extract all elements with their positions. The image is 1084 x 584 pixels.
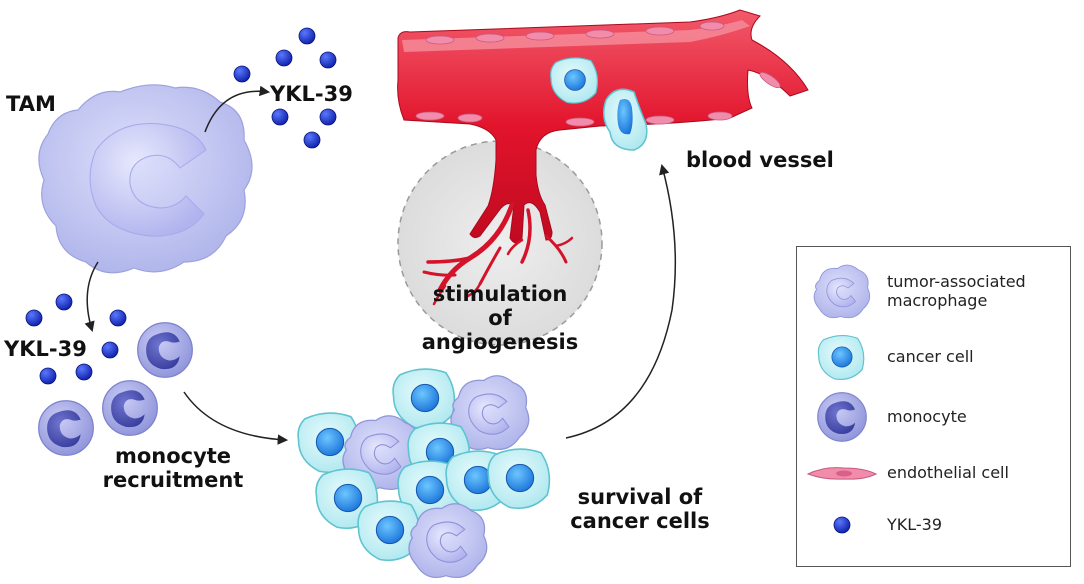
legend-item-endothelial: endothelial cell xyxy=(797,443,1070,503)
label-survival: survival of cancer cells xyxy=(565,485,715,533)
legend-item-monocyte: monocyte xyxy=(797,387,1070,447)
legend-label: macrophage xyxy=(887,291,988,310)
ykl39-dot-icon xyxy=(833,516,851,534)
monocyte xyxy=(38,400,94,456)
arrow-tam-to-ykl-left xyxy=(84,261,99,333)
tam-macrophage xyxy=(38,84,253,274)
label-monocyte-line2: recruitment xyxy=(102,468,244,493)
arrow-tam-to-ykl-top xyxy=(204,85,271,133)
monocyte-icon xyxy=(817,392,867,442)
tumor-cluster xyxy=(297,368,551,579)
monocyte xyxy=(137,322,193,378)
legend-label: monocyte xyxy=(887,407,967,427)
label-survival-line1: survival of xyxy=(577,485,703,509)
angiogenesis-circle xyxy=(397,140,603,346)
legend-item-macrophage: tumor-associated macrophage xyxy=(797,261,1070,321)
label-monocyte-line1: monocyte xyxy=(114,444,232,468)
label-angiogenesis-line1: stimulation xyxy=(432,282,568,306)
label-tam: TAM xyxy=(6,92,56,116)
label-blood-vessel: blood vessel xyxy=(686,148,834,172)
label-angiogenesis-line2: of angiogenesis xyxy=(421,306,579,355)
arrow-monocyte-to-tumor xyxy=(183,391,289,445)
cancer-cell-in-vessel xyxy=(550,57,599,104)
label-survival-line2: cancer cells xyxy=(570,509,710,534)
endothelial-cell-icon xyxy=(806,467,878,480)
legend-item-cancer-cell: cancer cell xyxy=(797,327,1070,387)
blood-vessel xyxy=(397,9,809,306)
cancer-cell-extravasating xyxy=(603,88,648,151)
legend-box: tumor-associated macrophage cancer cell … xyxy=(796,246,1071,567)
legend-label: tumor-associated xyxy=(887,271,1026,291)
cancer-cell-icon xyxy=(817,334,865,380)
label-monocyte-recruitment: monocyte recruitment xyxy=(98,444,248,492)
arrow-tumor-to-vessel xyxy=(565,163,677,439)
label-angiogenesis: stimulation of angiogenesis xyxy=(420,282,580,354)
macrophage-icon xyxy=(813,264,871,319)
legend-label: cancer cell xyxy=(887,347,974,367)
legend-label: endothelial cell xyxy=(887,463,1009,483)
monocyte xyxy=(102,380,158,436)
legend-label: YKL-39 xyxy=(887,515,943,535)
label-ykl39-left: YKL-39 xyxy=(4,337,87,361)
legend-item-ykl39: YKL-39 xyxy=(797,495,1070,555)
label-ykl39-top: YKL-39 xyxy=(270,82,353,106)
